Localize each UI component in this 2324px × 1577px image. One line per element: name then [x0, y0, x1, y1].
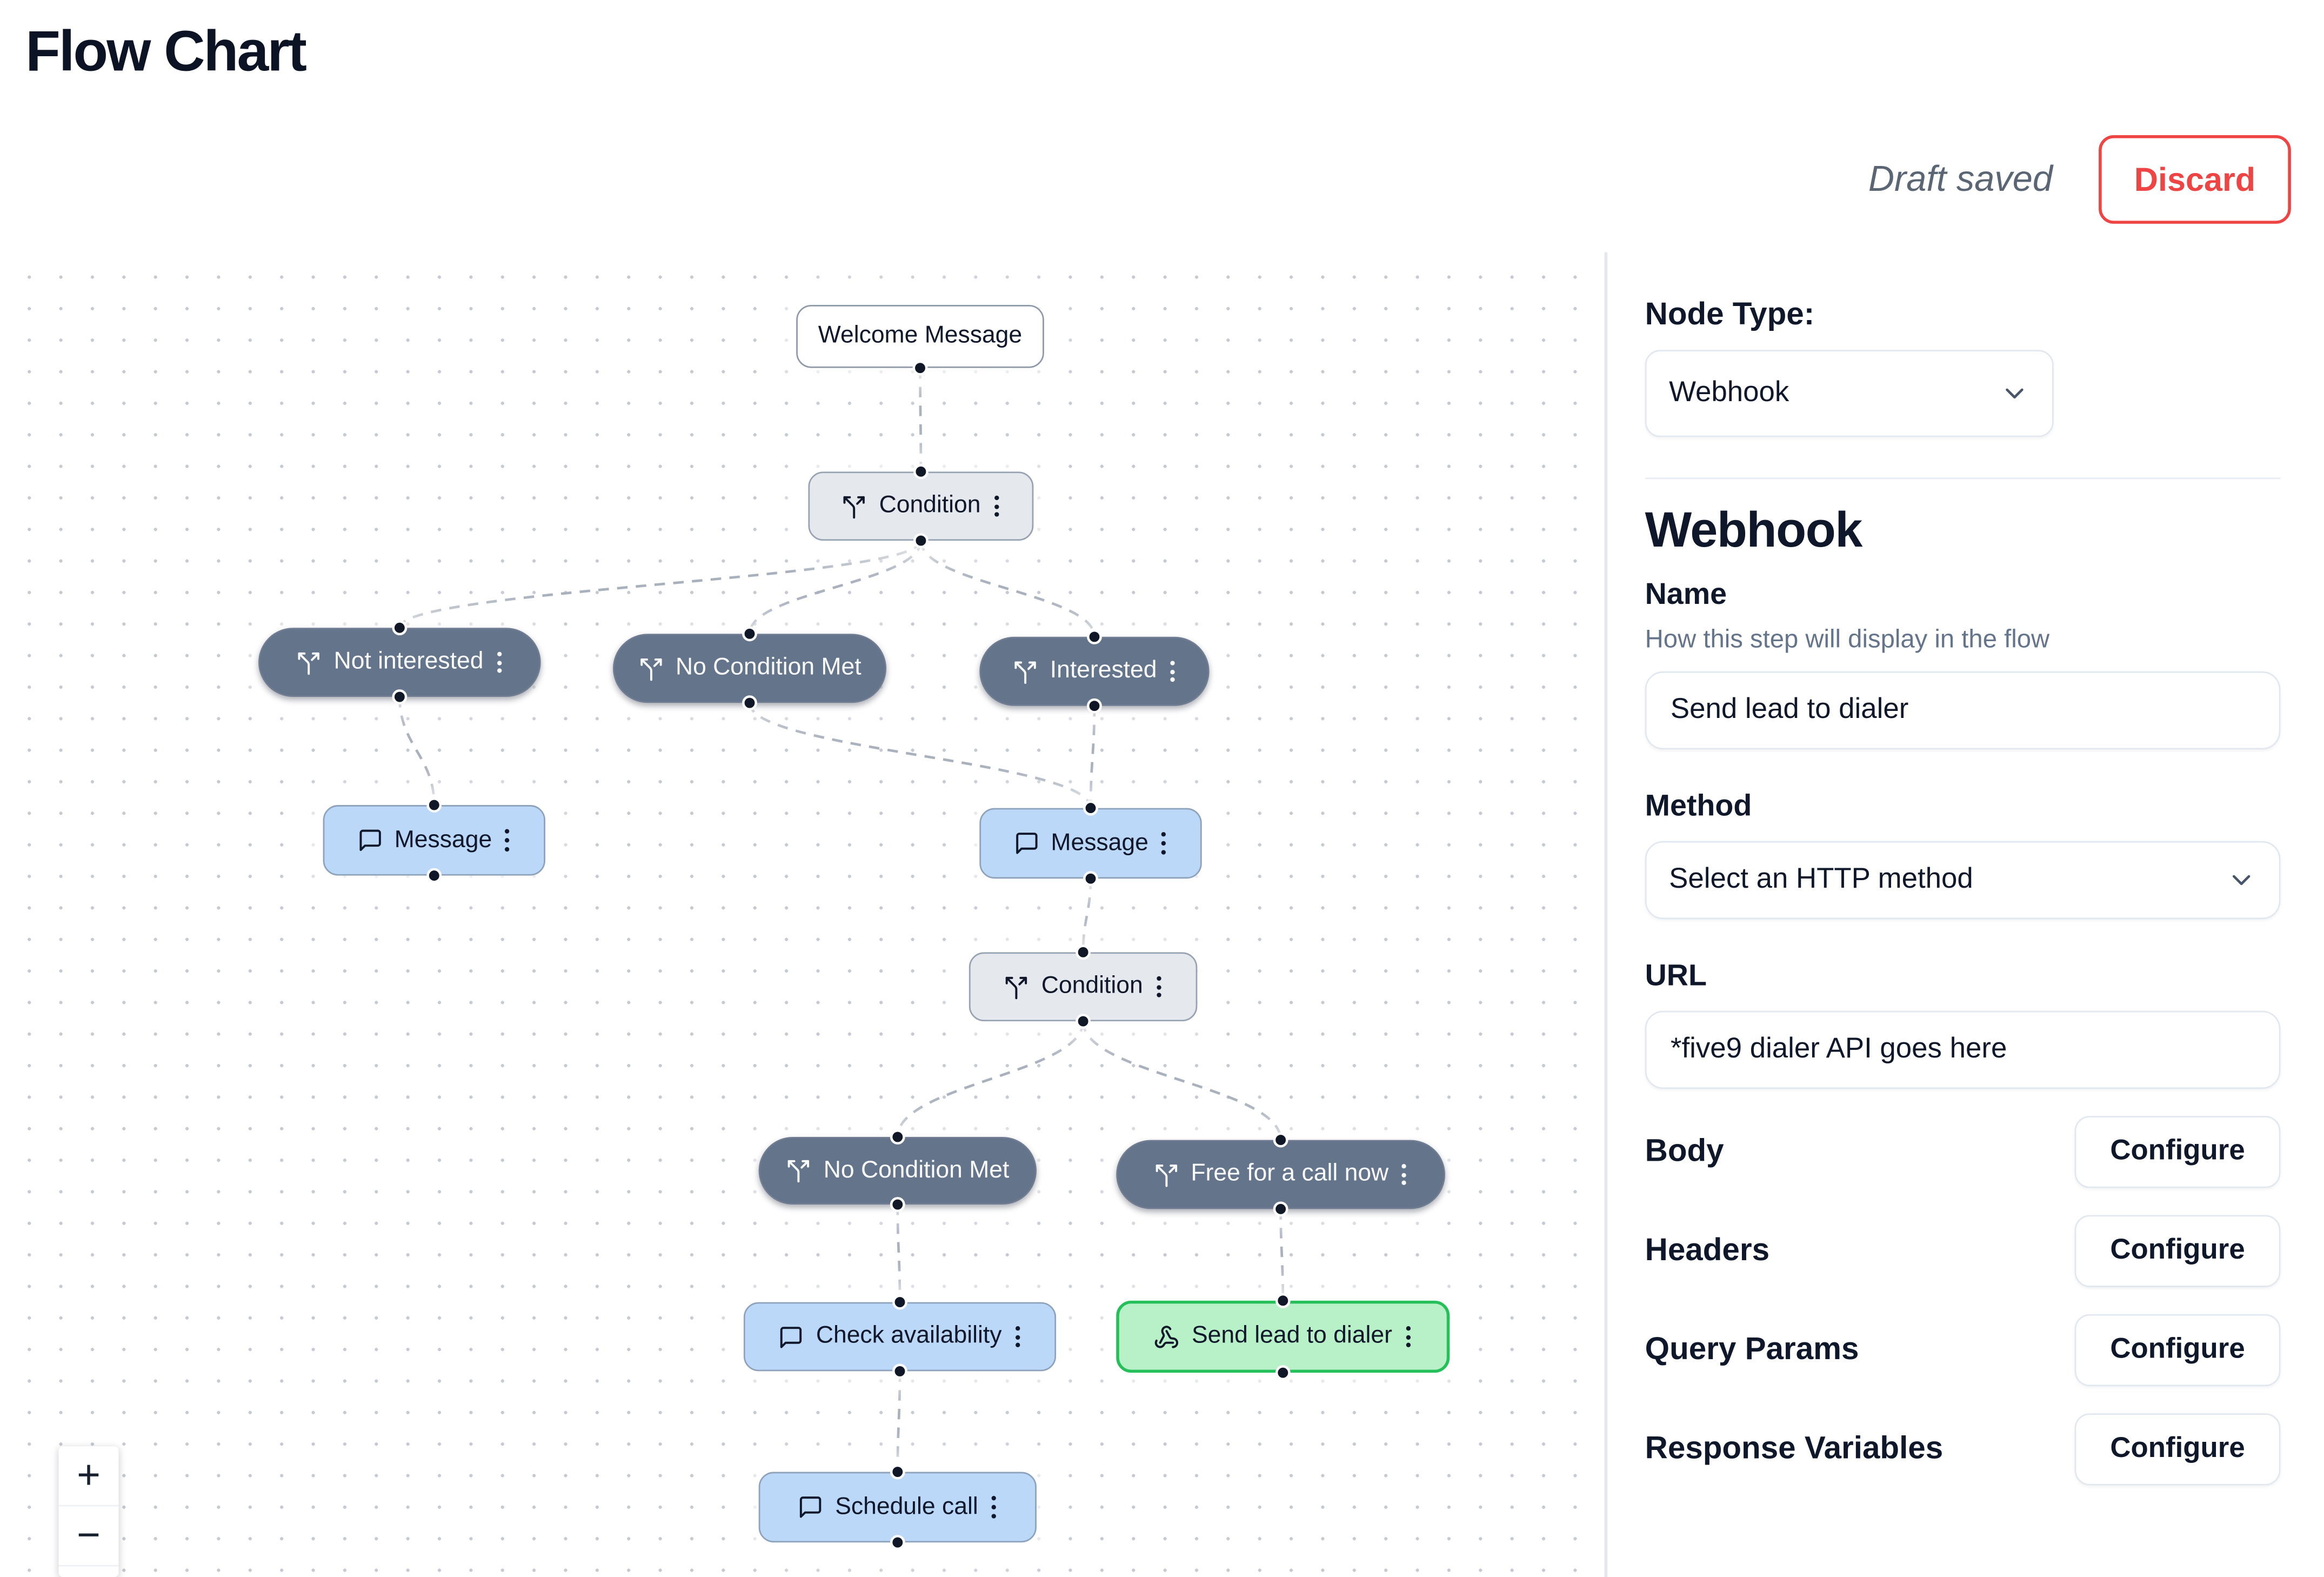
response-variables-row: Response Variables Configure: [1645, 1413, 2281, 1486]
flow-node-send-lead[interactable]: Send lead to dialer: [1116, 1300, 1450, 1373]
discard-button[interactable]: Discard: [2099, 135, 2291, 224]
chat-icon: [780, 1326, 802, 1348]
node-type-label: Node Type:: [1645, 297, 1815, 332]
url-label: URL: [1645, 960, 1707, 993]
panel-divider: [1645, 477, 2281, 480]
split-icon: [1155, 1163, 1177, 1187]
node-label: Condition: [1041, 973, 1143, 999]
split-icon: [788, 1160, 810, 1183]
node-menu-icon[interactable]: [1014, 1323, 1021, 1350]
chat-icon: [359, 829, 380, 851]
node-menu-icon[interactable]: [1155, 973, 1163, 1001]
node-type-value: Webhook: [1669, 377, 1789, 409]
node-menu-icon[interactable]: [1400, 1161, 1408, 1188]
node-label: Interested: [1050, 657, 1157, 684]
node-label: Message: [394, 827, 492, 853]
node-label: Send lead to dialer: [1192, 1323, 1392, 1349]
flow-node-cond1[interactable]: Condition: [808, 471, 1034, 541]
zoom-in-button[interactable]: +: [58, 1446, 119, 1507]
chevron-down-icon: [2006, 388, 2024, 399]
headers-label: Headers: [1645, 1233, 1770, 1268]
node-label: No Condition Met: [675, 655, 862, 681]
method-select[interactable]: Select an HTTP method: [1645, 841, 2281, 920]
response-variables-label: Response Variables: [1645, 1431, 1944, 1466]
node-label: Message: [1051, 829, 1148, 856]
node-label: Condition: [879, 493, 981, 518]
flow-node-msg-right[interactable]: Message: [979, 808, 1202, 879]
query-params-row: Query Params Configure: [1645, 1314, 2281, 1387]
node-label: Welcome Message: [818, 323, 1023, 349]
name-help-text: How this step will display in the flow: [1645, 624, 2050, 654]
page-title: Flow Chart: [25, 21, 307, 84]
node-menu-icon[interactable]: [1160, 830, 1168, 857]
chat-icon: [1015, 833, 1037, 854]
node-menu-icon[interactable]: [504, 827, 511, 854]
draft-status: Draft saved: [1868, 159, 2053, 200]
chat-icon: [799, 1496, 822, 1518]
flow-node-not-interested[interactable]: Not interested: [258, 628, 541, 697]
method-label: Method: [1645, 790, 1752, 823]
flow-node-ncm2[interactable]: No Condition Met: [758, 1137, 1037, 1205]
split-icon: [298, 651, 320, 674]
split-icon: [1014, 661, 1036, 683]
body-row: Body Configure: [1645, 1116, 2281, 1188]
flow-node-free-call[interactable]: Free for a call now: [1116, 1140, 1445, 1209]
query-params-label: Query Params: [1645, 1332, 1859, 1367]
zoom-out-button[interactable]: −: [58, 1506, 119, 1567]
node-label: Not interested: [333, 649, 484, 675]
node-label: Schedule call: [835, 1493, 978, 1520]
name-input[interactable]: [1645, 671, 2281, 750]
headers-configure-button[interactable]: Configure: [2074, 1215, 2281, 1287]
flow-node-msg-left[interactable]: Message: [323, 805, 545, 876]
headers-row: Headers Configure: [1645, 1215, 2281, 1287]
name-label: Name: [1645, 578, 1727, 611]
fit-view-button[interactable]: [58, 1566, 119, 1577]
split-icon: [844, 495, 865, 518]
node-label: Free for a call now: [1191, 1161, 1389, 1187]
flow-node-welcome[interactable]: Welcome Message: [796, 304, 1044, 368]
zoom-controls: + −: [58, 1446, 119, 1577]
config-panel: Node Type: Webhook Webhook Name How this…: [1610, 252, 2324, 1577]
query-params-configure-button[interactable]: Configure: [2074, 1314, 2281, 1387]
flow-node-interested[interactable]: Interested: [979, 636, 1210, 706]
split-icon: [640, 657, 662, 680]
method-value: Select an HTTP method: [1669, 863, 1973, 895]
node-menu-icon[interactable]: [496, 649, 503, 676]
body-configure-button[interactable]: Configure: [2074, 1116, 2281, 1188]
node-label: No Condition Met: [823, 1157, 1010, 1183]
flow-node-cond2[interactable]: Condition: [969, 952, 1198, 1022]
panel-heading: Webhook: [1645, 501, 1863, 557]
node-menu-icon[interactable]: [1169, 658, 1177, 686]
response-variables-configure-button[interactable]: Configure: [2074, 1413, 2281, 1486]
node-label: Check availability: [816, 1323, 1002, 1349]
flow-node-ncm1[interactable]: No Condition Met: [613, 634, 886, 703]
chevron-down-icon: [2232, 875, 2250, 886]
node-menu-icon[interactable]: [993, 493, 1000, 520]
node-menu-icon[interactable]: [1404, 1323, 1412, 1350]
node-menu-icon[interactable]: [990, 1494, 998, 1521]
node-type-select[interactable]: Webhook: [1645, 350, 2054, 437]
body-label: Body: [1645, 1134, 1724, 1169]
webhook-icon: [1155, 1325, 1179, 1348]
flow-node-check-avail[interactable]: Check availability: [743, 1302, 1057, 1372]
split-icon: [1006, 976, 1027, 999]
url-input[interactable]: [1645, 1010, 2281, 1089]
flow-node-schedule[interactable]: Schedule call: [758, 1472, 1037, 1543]
